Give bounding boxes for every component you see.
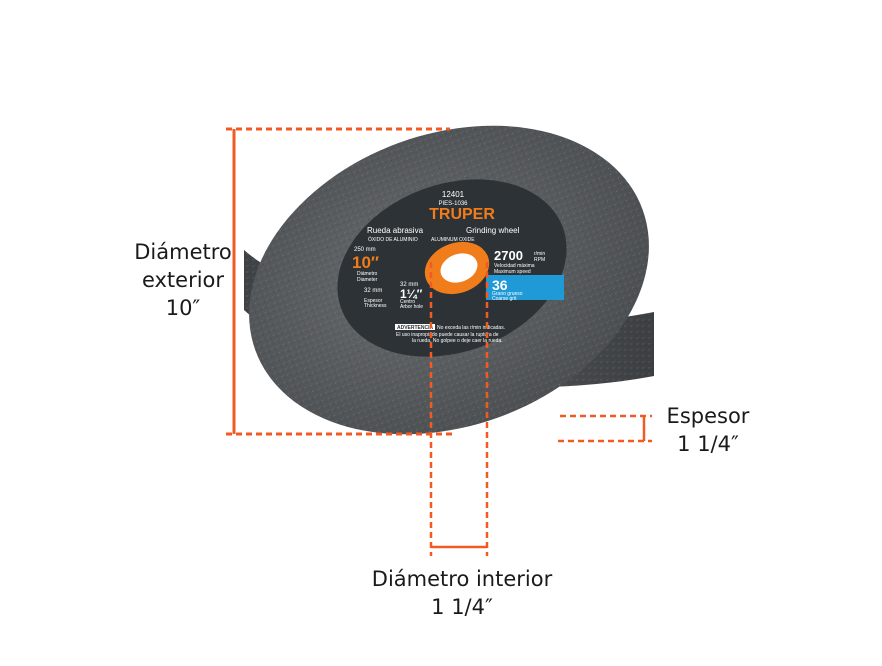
material-en: ALUMINUM OXIDE: [431, 237, 475, 243]
material-es: ÓXIDO DE ALUMINIO: [368, 236, 418, 243]
thickness-mm: 32 mm: [364, 288, 382, 294]
grit-en: Coarse grit: [492, 296, 517, 302]
thickness-dimension-line: [558, 414, 652, 443]
grit-number: 36: [492, 277, 508, 293]
diameter-mm: 250 mm: [354, 247, 376, 253]
thickness-text: Espesor: [666, 404, 750, 428]
product-code: PIES-1036: [438, 201, 468, 207]
warning-line-3: la rueda. No golpee o deje caer la rueda…: [412, 338, 503, 344]
speed-es: Velocidad máxima: [494, 263, 535, 269]
name-en: Grinding wheel: [466, 226, 520, 235]
warning-title: ADVERTENCIA: [397, 325, 434, 331]
outer-diameter-label: Diámetro exterior 10″: [118, 238, 248, 322]
arbor-hub: [424, 241, 490, 295]
max-speed: 2700: [494, 248, 523, 263]
outer-diameter-value: 10″: [165, 296, 201, 320]
truper-logo: TRUPER: [429, 206, 495, 223]
name-es: Rueda abrasiva: [367, 226, 424, 235]
label-texts: 12401 PIES-1036 TRUPER Rueda abrasiva Gr…: [352, 190, 564, 344]
thickness-en: Thickness: [364, 303, 387, 309]
outer-diameter-line-1: Diámetro: [134, 240, 232, 264]
warning-line-1: No exceda las r/min indicadas.: [437, 325, 505, 331]
diameter-es: Diámetro: [357, 271, 378, 277]
inner-diameter-value: 1 1/4″: [431, 595, 493, 619]
arbor-en: Arbor hole: [400, 304, 423, 310]
diameter-en: Diameter: [357, 277, 378, 283]
speed-unit-2: RPM: [534, 257, 545, 263]
diameter-in: 10″: [352, 253, 379, 272]
outer-diameter-line-2: exterior: [141, 268, 225, 292]
thickness-value: 1 1/4″: [677, 432, 739, 456]
warning-badge: [395, 324, 435, 330]
arbor-mm: 32 mm: [400, 282, 418, 288]
speed-en: Maximum speed: [494, 269, 531, 275]
inner-diameter-label: Diámetro interior 1 1/4″: [352, 565, 572, 621]
model-number: 12401: [442, 190, 465, 199]
warning-line-2: El uso inapropiado puede causar la ruptu…: [396, 332, 499, 338]
grit-badge: [486, 275, 564, 300]
thickness-es: Espesor: [364, 298, 383, 304]
outer-diameter-dimension-line: [226, 127, 455, 436]
grit-es: Grano grueso: [492, 291, 523, 297]
inner-diameter-text: Diámetro interior: [371, 567, 553, 591]
inner-diameter-dimension-line: [429, 262, 489, 556]
thickness-label: Espesor 1 1/4″: [648, 402, 768, 458]
arbor-in: 1¼″: [400, 287, 423, 301]
arbor-es: Centro: [400, 299, 415, 305]
speed-unit-1: r/min: [534, 251, 545, 257]
